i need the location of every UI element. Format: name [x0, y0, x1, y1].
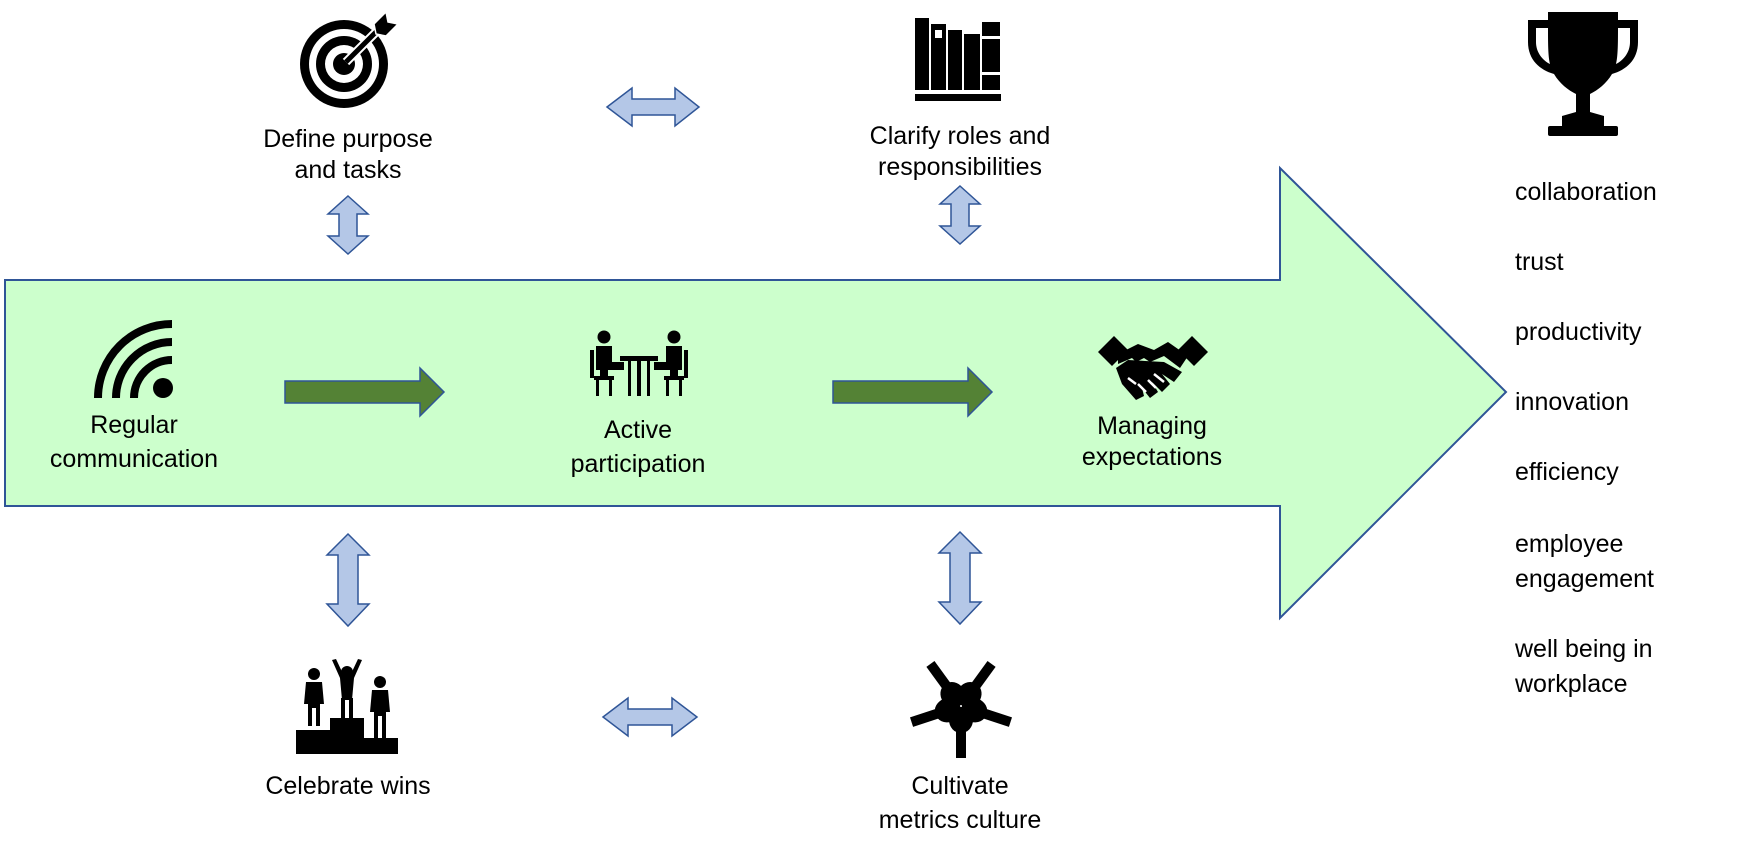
- label-line-2: responsibilities: [878, 153, 1042, 181]
- node-define-purpose-label: Define purpose and tasks: [220, 124, 476, 186]
- flow-arrow-2: [832, 366, 994, 418]
- node-managing-expectations-label: Managing expectations: [1032, 411, 1272, 473]
- outcome-well-being: well being in: [1515, 635, 1653, 663]
- outcome-innovation: innovation: [1515, 388, 1629, 416]
- outcome-collaboration: collaboration: [1515, 178, 1657, 206]
- node-regular-communication-label: Regular communication: [14, 408, 254, 476]
- label-line-1: Active: [603, 416, 673, 444]
- label-line-1: Cultivate: [911, 772, 1009, 800]
- meeting-icon: [590, 330, 688, 396]
- connector-bottom-left-vertical: [325, 532, 371, 628]
- trophy-icon: [1528, 12, 1638, 136]
- label-line-1: Clarify roles and: [869, 122, 1051, 150]
- label-line-2: metrics culture: [878, 806, 1042, 834]
- label-line-2: expectations: [1081, 443, 1223, 471]
- label-line-2: communication: [49, 445, 219, 473]
- label-line-1: Managing: [1097, 412, 1207, 440]
- hands-circle-icon: [909, 660, 1013, 758]
- podium-icon: [296, 659, 398, 754]
- flow-arrow-1: [284, 366, 446, 418]
- node-cultivate-metrics-label: Cultivate metrics culture: [830, 769, 1090, 837]
- outcome-engagement: engagement: [1515, 565, 1655, 593]
- label-line-1: Regular: [90, 411, 178, 439]
- books-icon: [915, 18, 1001, 101]
- outcome-trust: trust: [1515, 248, 1564, 276]
- outcome-employee: employee: [1515, 530, 1624, 558]
- wifi-signal-icon: [94, 320, 173, 399]
- target-icon: [300, 10, 398, 108]
- connector-top-right-vertical: [938, 184, 982, 246]
- outcome-efficiency: efficiency: [1515, 458, 1619, 486]
- node-active-participation-label: Active participation: [518, 413, 758, 481]
- label-line-1: Celebrate wins: [265, 772, 431, 800]
- node-clarify-roles-label: Clarify roles and responsibilities: [820, 121, 1100, 183]
- outcome-workplace: workplace: [1515, 670, 1628, 698]
- main-process-arrow: [4, 165, 1508, 621]
- label-line-2: participation: [570, 450, 706, 478]
- label-line-2: and tasks: [294, 156, 402, 184]
- connector-bottom-right-vertical: [937, 530, 983, 626]
- node-celebrate-wins-label: Celebrate wins: [220, 771, 476, 802]
- handshake-icon: [1098, 336, 1208, 400]
- connector-top-horizontal: [605, 86, 701, 128]
- connector-bottom-horizontal: [601, 696, 699, 738]
- connector-top-left-vertical: [326, 194, 370, 256]
- outcome-productivity: productivity: [1515, 318, 1642, 346]
- label-line-1: Define purpose: [263, 125, 433, 153]
